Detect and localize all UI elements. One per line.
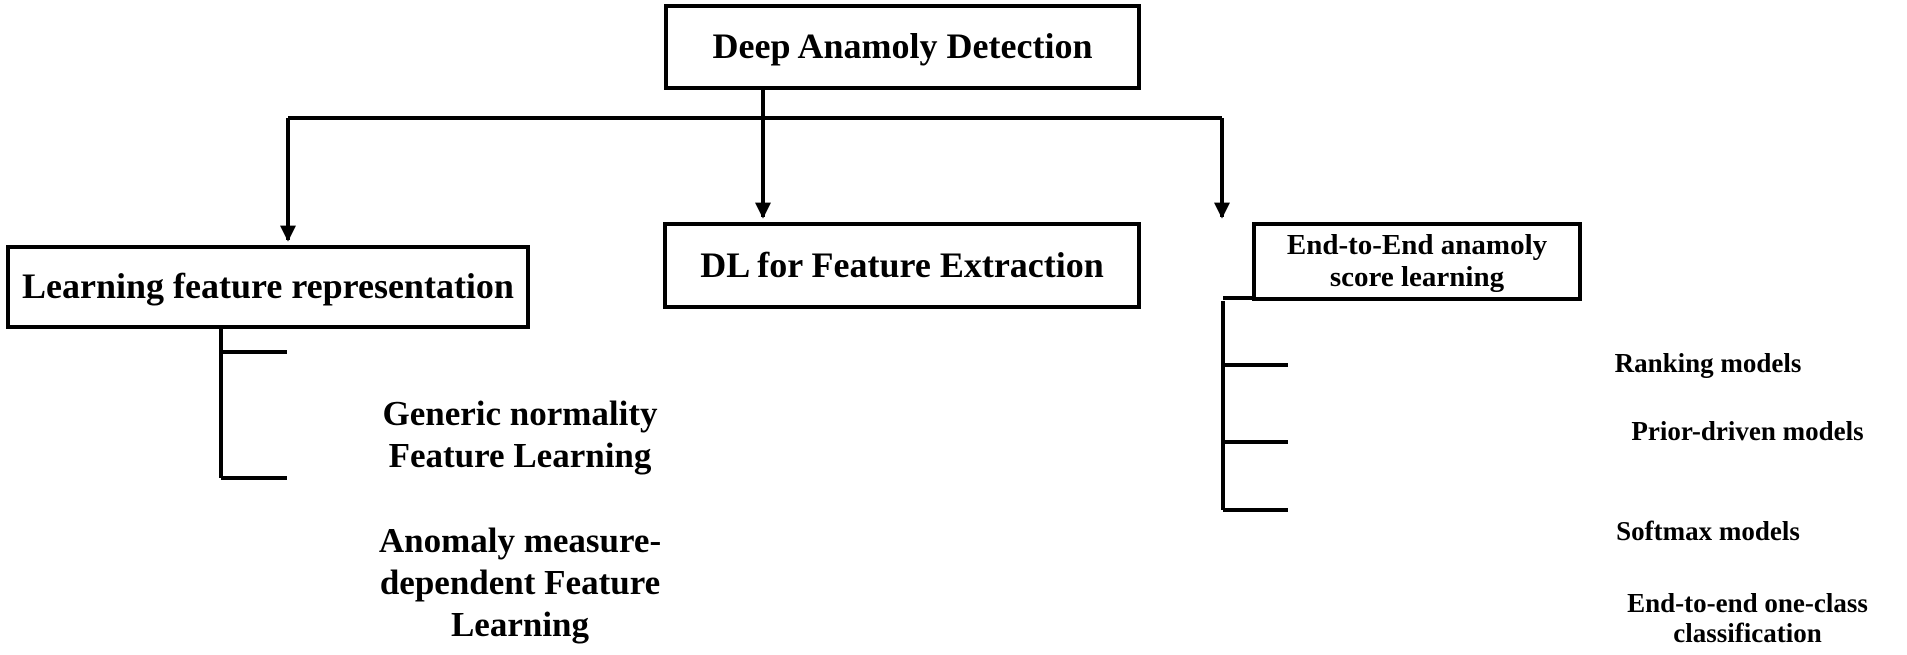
learning-feature-representation-label: Learning feature representation <box>22 266 514 307</box>
leaf-text-line: dependent Feature <box>379 563 661 602</box>
root-node-label: Deep Anamoly Detection <box>712 26 1093 67</box>
leaf-text-line: classification <box>1673 618 1822 649</box>
leaf-end-to-end-one-class-classification: End-to-end one-class classification <box>1590 588 1905 648</box>
leaf-anomaly-measure-dependent-feature-learning: Anomaly measure- dependent Feature Learn… <box>360 520 680 646</box>
dl-feature-extraction-label: DL for Feature Extraction <box>700 244 1104 285</box>
leaf-ranking-models: Ranking models <box>1593 347 1823 379</box>
leaf-text-line: Ranking models <box>1614 348 1802 378</box>
leaf-generic-normality-feature-learning: Generic normality Feature Learning <box>360 393 680 477</box>
end-to-end-score-learning-box: End-to-End anamoly score learning <box>1252 222 1582 301</box>
leaf-text-line: Prior-driven models <box>1631 416 1864 446</box>
leaf-text-line: End-to-end one-class <box>1627 588 1868 618</box>
leaf-prior-driven-models: Prior-driven models <box>1590 415 1905 447</box>
end-to-end-label-line-2: score learning <box>1329 260 1505 293</box>
leaf-softmax-models: Softmax models <box>1593 515 1823 547</box>
learning-feature-representation-box: Learning feature representation <box>6 245 530 329</box>
dl-feature-extraction-box: DL for Feature Extraction <box>663 222 1141 309</box>
leaf-text-line: Learning <box>450 605 590 644</box>
leaf-text-line: Generic normality <box>382 394 658 433</box>
leaf-text-line: Anomaly measure- <box>378 521 662 560</box>
leaf-text-line: Feature Learning <box>388 436 652 475</box>
root-node-box: Deep Anamoly Detection <box>664 4 1141 90</box>
end-to-end-label-line-1: End-to-End anamoly <box>1286 228 1548 261</box>
leaf-text-line: Softmax models <box>1616 516 1800 546</box>
